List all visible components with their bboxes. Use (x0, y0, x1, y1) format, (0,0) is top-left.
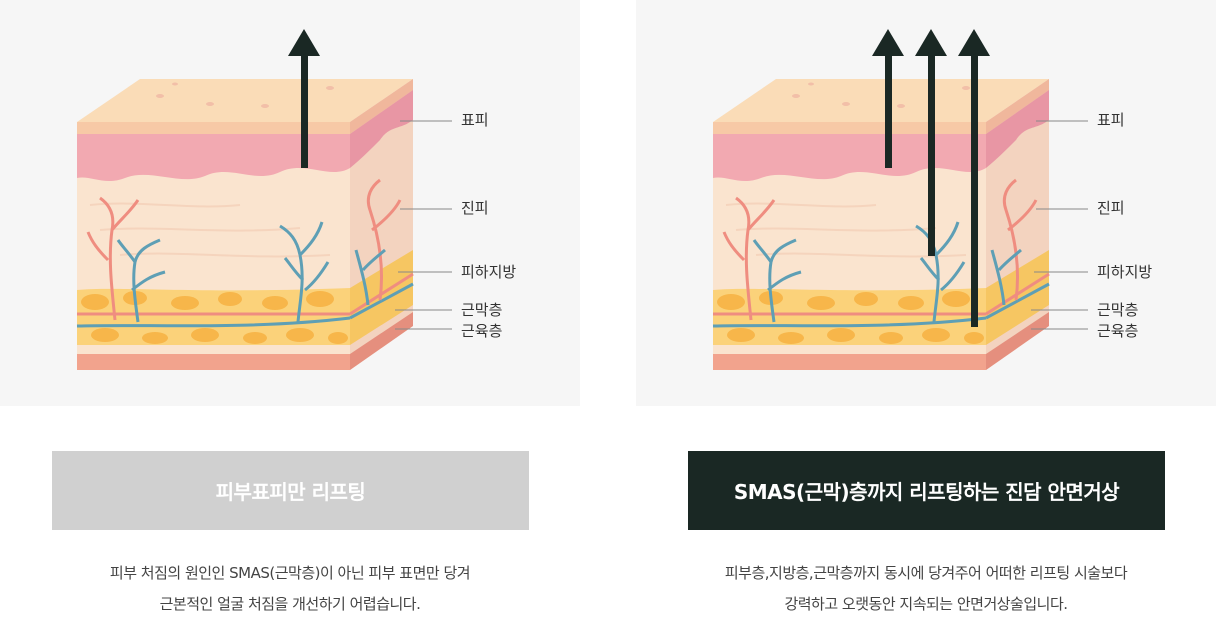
description-right: 피부층,지방층,근막층까지 동시에 당겨주어 어떠한 리프팅 시술보다 강력하고… (636, 558, 1216, 620)
label-muscle: 근육층 (461, 322, 503, 340)
panel-epidermis-only-lifting: 표피 진피 피하지방 근막층 근육층 피부표피만 리프팅 피부 처짐의 원인인 … (0, 0, 580, 613)
panel-smas-lifting: 표피 진피 피하지방 근막층 근육층 SMAS(근막)층까지 리프팅하는 진담 … (636, 0, 1216, 613)
skin-diagram: 표피 진피 피하지방 근막층 근육층 (636, 0, 1216, 406)
label-epidermis: 표피 (461, 111, 489, 129)
label-epidermis: 표피 (1097, 111, 1125, 129)
description-line: 피부층,지방층,근막층까지 동시에 당겨주어 어떠한 리프팅 시술보다 (724, 564, 1128, 582)
label-muscle: 근육층 (1097, 322, 1139, 340)
label-dermis: 진피 (461, 199, 489, 217)
lift-arrow (288, 29, 320, 168)
description-line: 피부 처짐의 원인인 SMAS(근막층)이 아닌 피부 표면만 당겨 (109, 564, 471, 582)
skin-diagram: 표피 진피 피하지방 근막층 근육층 (0, 0, 580, 406)
lift-arrow-epidermis (872, 29, 904, 168)
description-left: 피부 처짐의 원인인 SMAS(근막층)이 아닌 피부 표면만 당겨 근본적인 … (0, 558, 580, 620)
label-fascia: 근막층 (1097, 301, 1139, 319)
lift-arrow-smas (958, 29, 990, 327)
description-line: 근본적인 얼굴 처짐을 개선하기 어렵습니다. (159, 595, 421, 613)
lift-arrows (872, 29, 990, 327)
label-fascia: 근막층 (461, 301, 503, 319)
label-subcutaneous-fat: 피하지방 (461, 263, 517, 281)
label-dermis: 진피 (1097, 199, 1125, 217)
skin-cross-section (75, 29, 452, 372)
caption-epidermis-only: 피부표피만 리프팅 (52, 451, 529, 530)
caption-smas-lifting: SMAS(근막)층까지 리프팅하는 진담 안면거상 (688, 451, 1165, 530)
skin-cross-section (711, 29, 1088, 372)
label-subcutaneous-fat: 피하지방 (1097, 263, 1153, 281)
description-line: 강력하고 오랫동안 지속되는 안면거상술입니다. (784, 595, 1068, 613)
lift-arrow-fat (915, 29, 947, 256)
